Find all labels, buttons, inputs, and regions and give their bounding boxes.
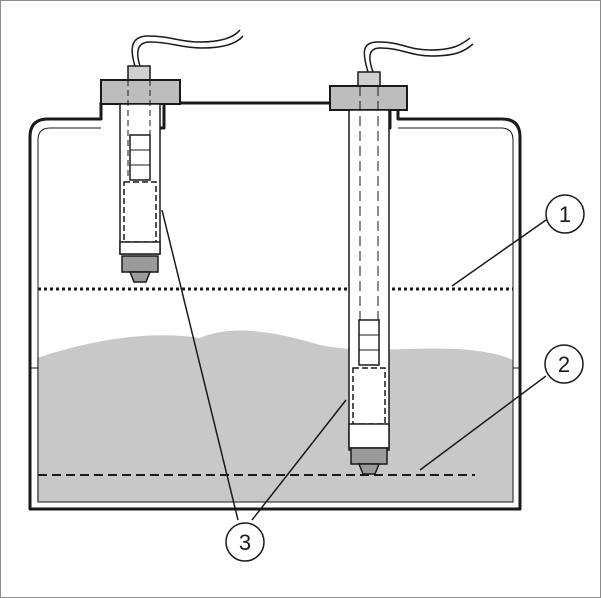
callout-1: 1 bbox=[545, 194, 585, 234]
leader-2 bbox=[419, 375, 547, 471]
right-flange bbox=[329, 85, 408, 111]
tank-inner-wall bbox=[37, 127, 514, 503]
leader-3b bbox=[251, 399, 347, 521]
callout-3-label: 3 bbox=[239, 530, 251, 555]
callout-2: 2 bbox=[544, 344, 584, 384]
right-sensor bbox=[329, 37, 474, 475]
callout-1-label: 1 bbox=[559, 202, 571, 227]
left-sensor bbox=[100, 29, 244, 283]
leader-3a bbox=[161, 209, 239, 521]
liquid-fill bbox=[37, 330, 513, 502]
callout-2-label: 2 bbox=[558, 352, 570, 377]
leader-1 bbox=[451, 219, 547, 287]
left-cable bbox=[131, 29, 241, 67]
right-cable bbox=[363, 37, 471, 73]
left-flange bbox=[100, 79, 181, 105]
callout-3: 3 bbox=[225, 522, 265, 562]
